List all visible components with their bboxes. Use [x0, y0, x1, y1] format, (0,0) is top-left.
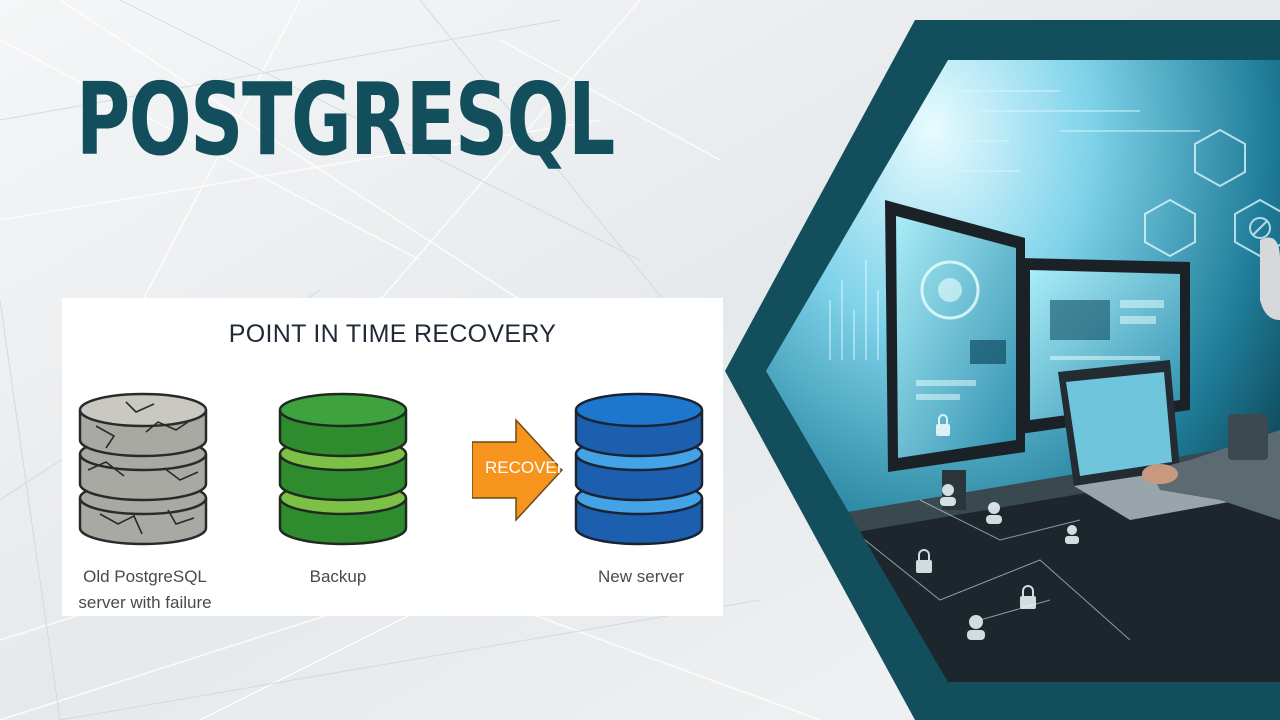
laptop — [1058, 360, 1240, 520]
caption-backup: Backup — [278, 564, 398, 590]
user-icon — [940, 484, 1079, 640]
chart-icon — [829, 260, 879, 360]
page-title: POSTGRESQL — [76, 61, 615, 178]
diagram-card: POINT IN TIME RECOVERY — [62, 298, 723, 616]
caption-line: server with failure — [78, 593, 212, 612]
caption-line: New server — [598, 567, 684, 586]
recover-label: RECOVER — [484, 458, 570, 477]
lock-icon — [916, 414, 1036, 609]
tech-photo-panel — [725, 20, 1280, 720]
caption-line: Backup — [309, 567, 367, 586]
failed-database-icon — [78, 392, 208, 546]
new-database-icon — [574, 392, 704, 546]
monitor-left — [885, 200, 1025, 510]
caption-new-server: New server — [574, 564, 708, 590]
caption-old-server: Old PostgreSQL server with failure — [62, 564, 228, 616]
backup-database-icon — [278, 392, 408, 546]
recover-arrow — [472, 418, 564, 522]
diagram-title: POINT IN TIME RECOVERY — [228, 320, 557, 348]
cup — [1228, 414, 1268, 460]
caption-line: Old PostgreSQL — [83, 567, 207, 586]
